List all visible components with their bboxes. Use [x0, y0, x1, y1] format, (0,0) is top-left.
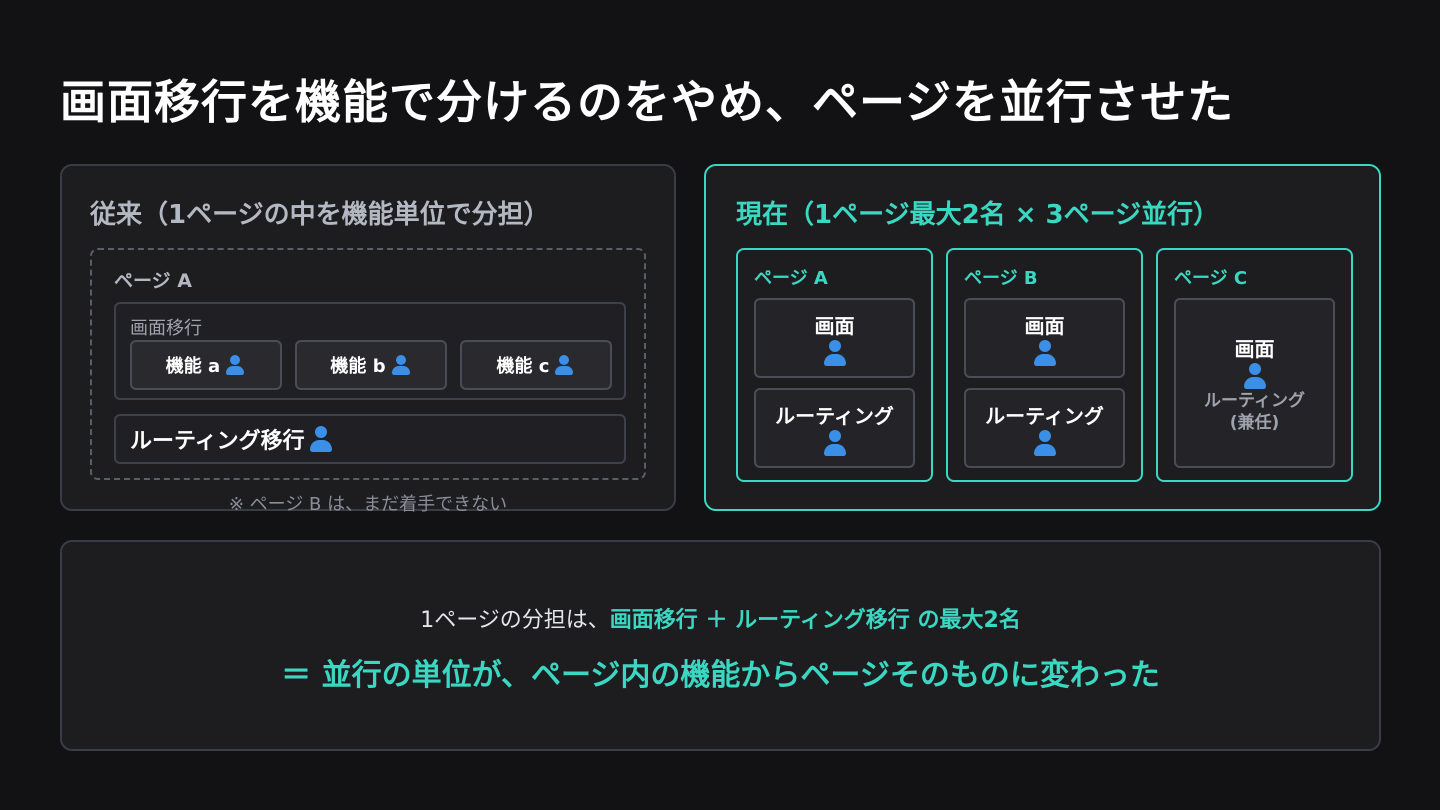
new-page-a: ページ A 画面 ルーティング — [736, 248, 933, 482]
page-a-screen-box: 画面 — [754, 298, 915, 378]
person-icon — [553, 354, 575, 376]
old-routing-label: ルーティング移行 — [130, 429, 305, 454]
page-title: 画面移行を機能で分けるのをやめ、ページを並行させた — [60, 75, 1235, 129]
person-icon — [821, 429, 849, 457]
page-c-screen-label: 画面 — [1234, 336, 1275, 361]
summary-panel: 1ページの分担は、画面移行 ＋ ルーティング移行 の最大2名 ＝ 並行の単位が、… — [60, 540, 1381, 751]
page-a-label: ページ A — [754, 268, 828, 289]
summary-line-2: ＝ 並行の単位が、ページ内の機能からページそのものに変わった — [281, 658, 1160, 693]
person-icon — [1031, 429, 1059, 457]
page-b-routing-box: ルーティング — [964, 388, 1125, 468]
summary-prefix: 1ページの分担は、 — [420, 608, 610, 633]
person-icon — [1241, 362, 1269, 390]
feature-b-box: 機能 b — [295, 340, 447, 390]
summary-accent: 画面移行 ＋ ルーティング移行 の最大2名 — [609, 608, 1021, 633]
old-approach-panel: 従来（1ページの中を機能単位で分担） ページ A 画面移行 機能 a 機能 b … — [60, 164, 676, 515]
page-a-routing-box: ルーティング — [754, 388, 915, 468]
feature-a-label: 機能 a — [165, 356, 221, 377]
new-approach-panel: 現在（1ページ最大2名 × 3ページ並行） ページ A 画面 ルーティング ペー… — [704, 164, 1381, 511]
feature-a-box: 機能 a — [130, 340, 282, 390]
page-b-screen-label: 画面 — [1024, 313, 1065, 338]
old-approach-heading: 従来（1ページの中を機能単位で分担） — [90, 200, 550, 230]
feature-b-label: 機能 b — [330, 356, 386, 377]
page-c-label: ページ C — [1174, 268, 1248, 289]
page-c-combined-box: 画面 ルーティング (兼任) — [1174, 298, 1335, 468]
page-a-screen-label: 画面 — [814, 313, 855, 338]
old-routing-box: ルーティング移行 — [114, 414, 626, 464]
new-page-c: ページ C 画面 ルーティング (兼任) — [1156, 248, 1353, 482]
old-note: ※ ページ B は、まだ着手できない — [228, 494, 508, 515]
person-icon — [224, 354, 246, 376]
feature-c-label: 機能 c — [496, 356, 550, 377]
page-c-routing-note: (兼任) — [1229, 412, 1280, 433]
new-page-b: ページ B 画面 ルーティング — [946, 248, 1143, 482]
old-screen-migration-box: 画面移行 機能 a 機能 b 機能 c — [114, 302, 626, 400]
page-b-routing-label: ルーティング — [985, 403, 1104, 428]
old-page-a-container: ページ A 画面移行 機能 a 機能 b 機能 c ルーティング移行 — [90, 248, 646, 480]
page-b-label: ページ B — [964, 268, 1038, 289]
feature-c-box: 機能 c — [460, 340, 612, 390]
page-c-routing-label: ルーティング — [1204, 390, 1305, 411]
person-icon — [307, 425, 335, 453]
page-b-screen-box: 画面 — [964, 298, 1125, 378]
person-icon — [821, 339, 849, 367]
summary-line-1: 1ページの分担は、画面移行 ＋ ルーティング移行 の最大2名 — [62, 602, 1379, 634]
person-icon — [1031, 339, 1059, 367]
person-icon — [390, 354, 412, 376]
old-screen-label: 画面移行 — [130, 318, 202, 339]
new-approach-heading: 現在（1ページ最大2名 × 3ページ並行） — [736, 200, 1220, 230]
old-page-label: ページ A — [114, 270, 192, 292]
page-a-routing-label: ルーティング — [775, 403, 894, 428]
